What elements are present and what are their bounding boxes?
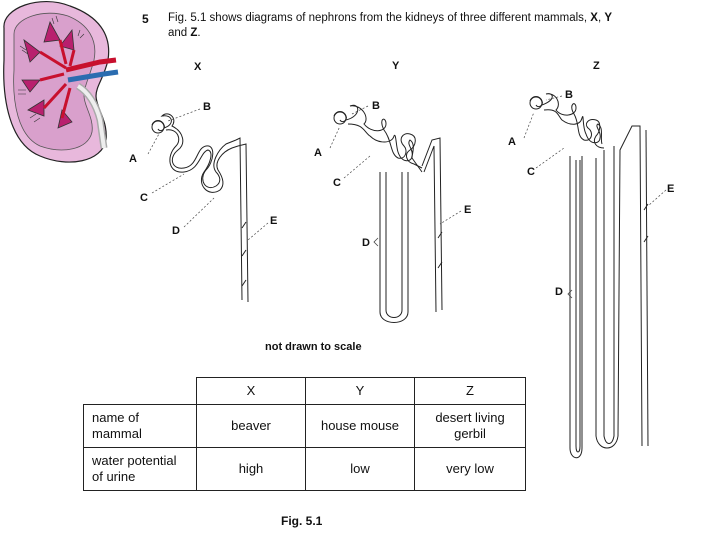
- label-e-y: E: [464, 204, 472, 216]
- label-d-z: D: [555, 286, 563, 298]
- table-header-x: X: [196, 377, 306, 405]
- scale-note: not drawn to scale: [265, 341, 362, 353]
- nephron-x: [151, 113, 249, 303]
- table-corner: [84, 378, 197, 405]
- label-c-z: C: [527, 166, 535, 178]
- column-label-z: Z: [593, 60, 600, 72]
- question-intro: Fig. 5.1 shows diagrams of nephrons from…: [168, 12, 613, 39]
- table-header-row: X Y Z: [84, 377, 526, 405]
- table-cell: low: [305, 447, 415, 491]
- table-cell: beaver: [196, 404, 306, 448]
- label-e-x: E: [270, 215, 278, 227]
- label-c-x: C: [140, 192, 148, 204]
- question-number: 5: [142, 12, 149, 26]
- table-cell: high: [196, 447, 306, 491]
- label-a-z: A: [508, 136, 516, 148]
- label-d-y: D: [362, 237, 370, 249]
- label-e-z: E: [667, 183, 675, 195]
- leader-lines: [147, 95, 667, 241]
- table-cell: house mouse: [305, 404, 415, 448]
- label-b-y: B: [372, 100, 380, 112]
- figure-caption: Fig. 5.1: [281, 514, 323, 528]
- label-d-x: D: [172, 225, 180, 237]
- label-b-z: B: [565, 89, 573, 101]
- column-label-y: Y: [392, 60, 400, 72]
- kidney-illustration: [3, 1, 119, 163]
- table-header-z: Z: [414, 377, 526, 405]
- nephron-z: [529, 93, 649, 459]
- table-header-y: Y: [305, 377, 415, 405]
- table-cell: very low: [414, 447, 526, 491]
- label-a-x: A: [129, 153, 137, 165]
- column-label-x: X: [194, 61, 202, 73]
- label-a-y: A: [314, 147, 322, 159]
- label-c-y: C: [333, 177, 341, 189]
- nephron-y: [333, 104, 443, 323]
- d-brackets: [373, 237, 573, 299]
- label-b-x: B: [203, 101, 211, 113]
